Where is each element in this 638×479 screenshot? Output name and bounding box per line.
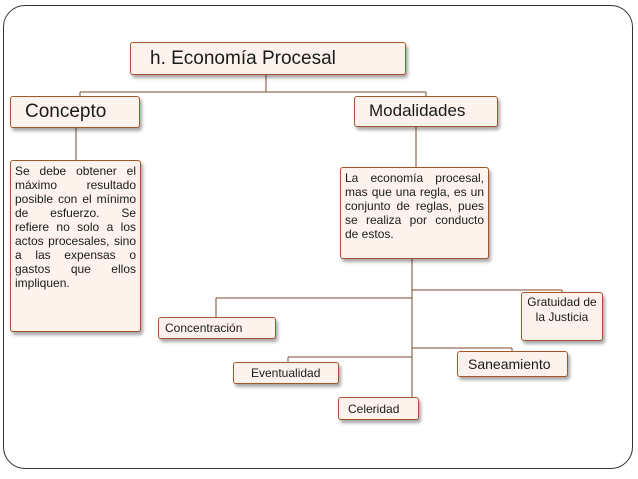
modalidades-node: Modalidades xyxy=(354,96,498,127)
modalidad-concentracion: Concentración xyxy=(158,317,276,339)
modalidad-eventualidad: Eventualidad xyxy=(233,362,339,384)
concepto-node: Concepto xyxy=(10,96,140,128)
modalidad-gratuidad: Gratuidad de la Justicia xyxy=(521,292,603,341)
concepto-description: Se debe obtener el máximo resultado posi… xyxy=(10,160,141,332)
slide-frame xyxy=(3,5,633,469)
diagram-title: h. Economía Procesal xyxy=(130,42,406,75)
modalidad-celeridad: Celeridad xyxy=(338,397,419,420)
modalidades-description: La economía procesal, mas que una regla,… xyxy=(340,167,489,259)
modalidad-saneamiento: Saneamiento xyxy=(457,351,568,377)
